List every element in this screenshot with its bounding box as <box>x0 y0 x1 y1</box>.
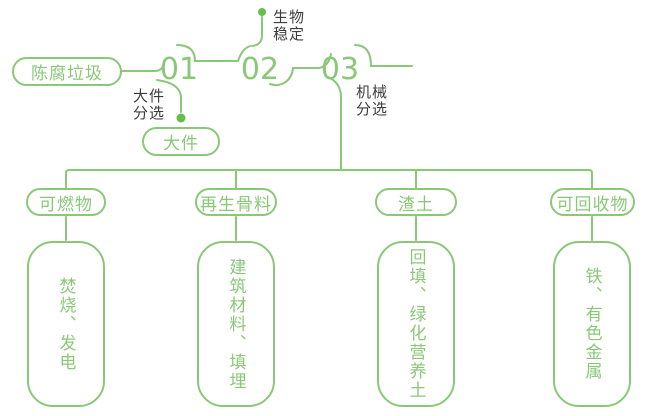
category-pill-recyclables: 可回收物 <box>550 188 635 216</box>
category-pill-slag-soil: 渣土 <box>375 188 457 216</box>
bio-endpoint-dot <box>258 8 266 16</box>
step-number-03: 03 <box>320 52 360 87</box>
connector-01-to-02 <box>176 44 251 62</box>
step-number-01: 01 <box>159 52 199 87</box>
connector-02-to-03 <box>269 53 332 86</box>
step-label-bulky-sorting: 大件 分选 <box>133 87 166 122</box>
step-label-mechanical-sorting: 机械 分选 <box>356 83 389 118</box>
category-pill-recycled-aggregate: 再生骨料 <box>195 188 277 216</box>
connector-03-descender <box>327 76 342 171</box>
connector-source-to-01 <box>121 60 165 72</box>
connector-01-to-bulky <box>156 79 182 113</box>
connector-bio-stabilization <box>251 16 263 47</box>
category-pill-combustibles: 可燃物 <box>26 188 106 216</box>
detail-box-slag-soil: 回填、绿化营养土 <box>377 241 455 407</box>
connector-03-outgoing <box>354 44 413 67</box>
bulky-output-pill: 大件 <box>142 127 220 156</box>
detail-box-recyclables: 铁、有色金属 <box>553 241 631 407</box>
step-label-bio-stabilization: 生物 稳定 <box>273 8 306 43</box>
bulky-endpoint-dot <box>176 113 186 123</box>
detail-box-combustibles: 焚烧、发电 <box>27 241 105 407</box>
distribution-bus <box>65 169 593 189</box>
detail-box-recycled-aggregate: 建筑材料、填埋 <box>197 241 275 407</box>
step-number-02: 02 <box>240 52 280 87</box>
source-pill: 陈腐垃圾 <box>12 57 122 86</box>
